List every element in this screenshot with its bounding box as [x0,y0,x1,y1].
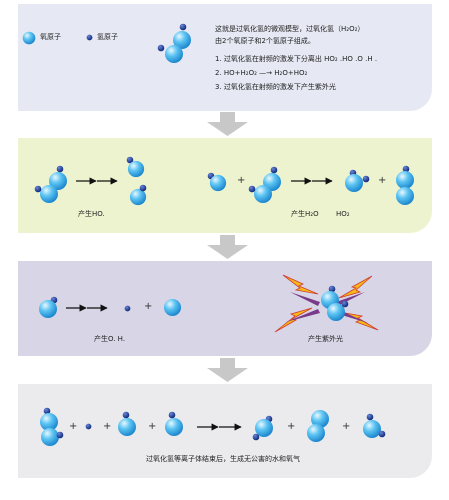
p2-ho-radicals [126,156,147,206]
p2-plus-2: + [378,175,387,186]
p2-h2o2 [34,165,67,203]
legend-hydrogen-label: 氢原子 [97,33,118,41]
p4-o2 [307,410,329,442]
p2-left-caption: 产生HO. [78,210,105,218]
intro-step-2: 2. HO+H₂O₂ —→ H₂O+HO₂ [215,69,308,77]
p3-ho [39,296,58,318]
down-arrow-2 [207,235,248,259]
p4-plus-5: + [342,421,351,432]
down-arrow-3 [207,358,248,382]
p4-ho [118,411,136,436]
intro-line-1: 这就是过氧化氢的微观模型，过氧化氢（H₂O₂） [215,25,365,33]
result-panel [18,384,432,478]
p3-left-caption: 产生O. H. [94,335,126,343]
lightning-bolt-top-left-icon [282,274,319,295]
legend-oxygen-atom [22,31,36,45]
p3-right-caption: 产生紫外光 [308,335,343,343]
p2-plus-1: + [237,175,246,186]
p4-h2o-a [252,415,273,441]
p2-ho2 [396,165,414,205]
p2-right-caption-a: 产生H₂O [291,210,319,218]
p3-plus: + [144,301,153,312]
p2-h2o [345,169,370,192]
p2-right-caption-b: HO₂ [336,210,350,218]
p3-h-atom [124,305,131,312]
p4-h-atom [85,423,92,430]
legend-hydrogen-atom [86,34,93,41]
p4-h2o2 [40,407,64,446]
p3-o-atom [163,298,182,317]
intro-panel [18,4,432,111]
p4-h2o-b [363,413,386,438]
p4-plus-3: + [148,421,157,432]
p4-plus-2: + [103,421,112,432]
down-arrow-1 [207,112,248,136]
p4-plus-1: + [69,421,78,432]
legend-oxygen-label: 氧原子 [40,33,61,41]
p4-caption: 过氧化氢等离子体结束后，生成无公害的水和氧气 [146,455,300,463]
intro-line-2: 由2个氧原子和2个氢原子组成。 [215,37,315,45]
p2-ho [207,172,227,192]
intro-step-3: 3. 过氧化氢在射频的激发下产生紫外光 [215,83,336,91]
p4-ho2 [165,411,183,436]
h2o2-model [157,23,191,63]
intro-step-1: 1. 过氧化氢在射频的激发下分离出 HO₂ .HO .O .H . [215,55,378,63]
lightning-bolt-top-right-icon [338,275,373,299]
p4-plus-4: + [287,421,296,432]
p2-h2o2-b [248,166,281,203]
